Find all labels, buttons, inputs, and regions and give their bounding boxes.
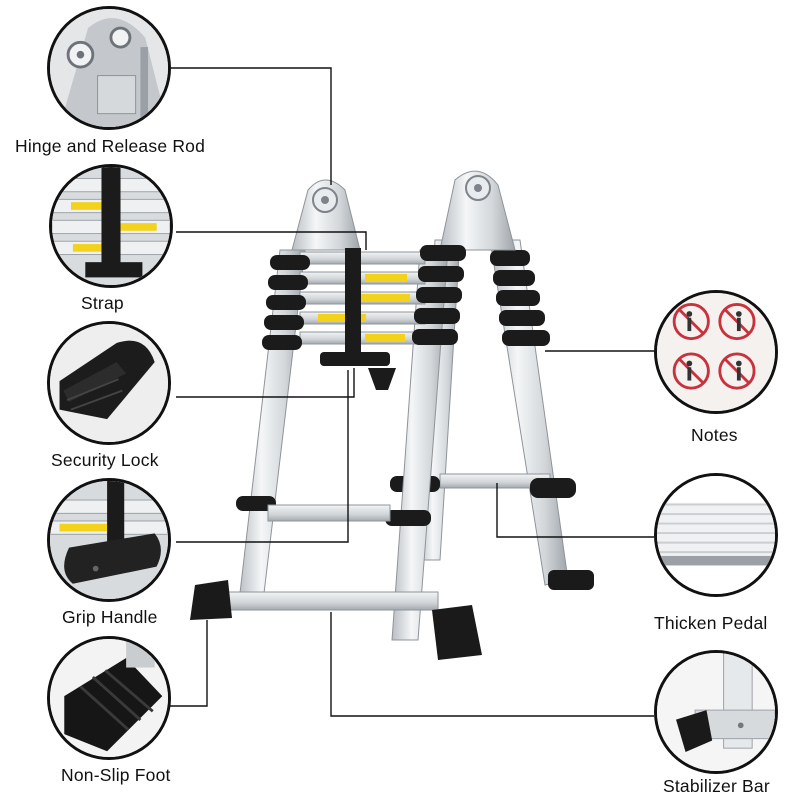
leader-lines [170,67,654,717]
callout-grip-handle [47,478,171,602]
label-hinge: Hinge and Release Rod [15,136,206,156]
upper-rungs [299,251,426,345]
stabilizer-bar-shape [227,591,439,611]
callout-stabilizer-bar [654,650,778,774]
strap [345,248,361,360]
grip-handle-icon [50,481,168,599]
label-non-slip-foot: Non-Slip Foot [61,765,171,785]
callout-thicken-pedal [654,473,778,597]
callout-notes [654,290,778,414]
callout-security-lock [47,321,171,445]
label-stabilizer-bar: Stabilizer Bar [663,776,770,796]
label-grip-handle: Grip Handle [62,607,158,627]
label-thicken-pedal: Thicken Pedal [654,613,768,633]
top-hinges [291,170,516,251]
warning-notes-icon [657,293,775,411]
label-strap: Strap [81,293,124,313]
security-lock-icon [50,324,168,442]
non-slip-foot-icon [50,639,168,757]
front-bands [236,245,466,526]
stabilizer-bar-icon [657,653,775,771]
callout-non-slip-foot [47,636,171,760]
callout-hinge [47,6,171,130]
hinge-detail-icon [50,9,168,127]
label-notes: Notes [691,425,738,445]
strap-detail-icon [52,167,170,285]
label-security-lock: Security Lock [51,450,159,470]
callout-strap [49,164,173,288]
thicken-pedal-icon [657,476,775,594]
